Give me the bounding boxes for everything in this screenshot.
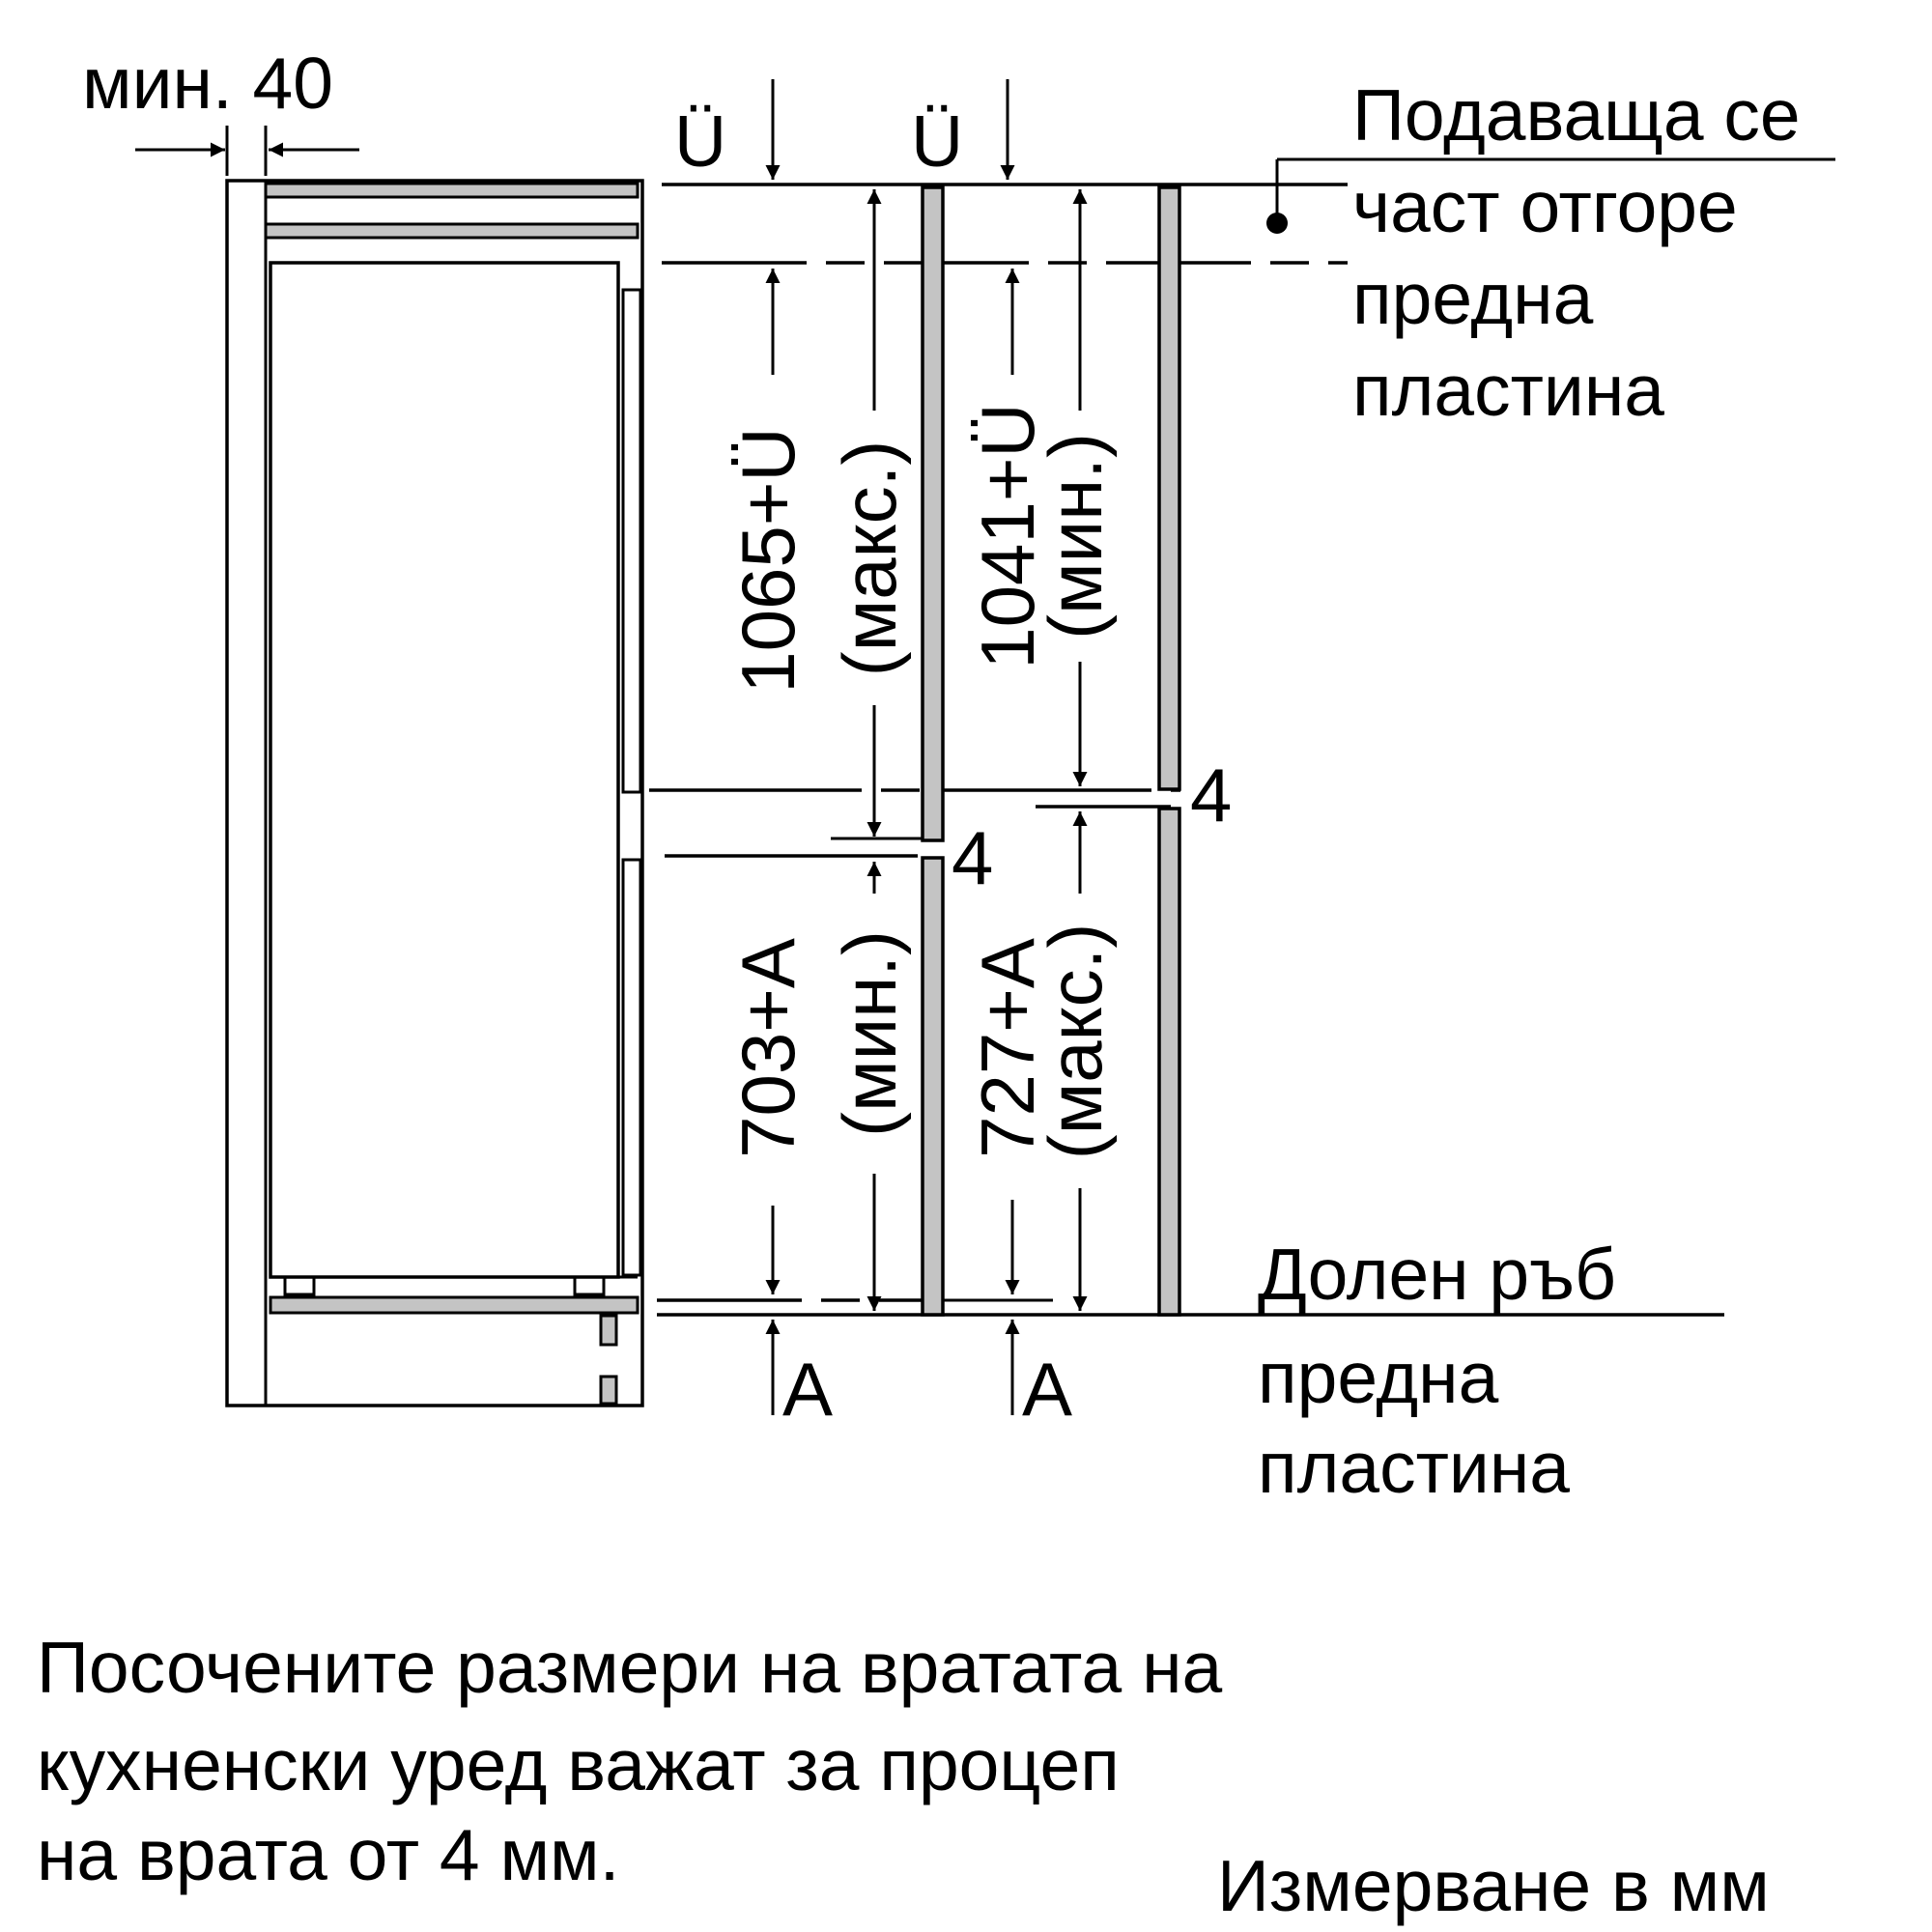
top-callout: Подаваща се част отгоре предна пластина	[1266, 74, 1835, 431]
top-rail-2	[264, 222, 639, 240]
cabinet-outline	[225, 179, 644, 1407]
appliance-side-strip-lower	[621, 858, 642, 1277]
top-callout-line-3: предна	[1352, 258, 1594, 339]
base-block-1	[599, 1314, 618, 1347]
top-rail	[264, 182, 639, 199]
appliance-body	[269, 261, 620, 1279]
footnote-line-1: Посочените размери на вратата на	[37, 1627, 1222, 1708]
lower-door-max-label: 727+A	[965, 938, 1050, 1158]
overhang-markers: Ü Ü	[674, 79, 1015, 182]
left-upper-door-panel	[921, 185, 945, 842]
upper-door-min-label: 1041+Ü	[965, 403, 1050, 668]
foot-right	[573, 1275, 606, 1296]
bottom-a-right-label: A	[1022, 1347, 1072, 1432]
upper-door-max-note: (макс.)	[827, 440, 912, 677]
door-panels	[921, 185, 1181, 1317]
bottom-a-left-label: A	[782, 1347, 833, 1432]
left-lower-door-panel	[921, 856, 945, 1317]
lower-door-max-note: (макс.)	[1033, 923, 1118, 1160]
bottom-callout-line-3: пластина	[1258, 1427, 1570, 1508]
reference-lines	[649, 183, 1724, 1317]
right-lower-door-panel	[1157, 807, 1181, 1317]
upper-door-min-note: (мин.)	[1033, 433, 1118, 639]
dimension-arrows	[765, 189, 1088, 1415]
units-note: Измерване в мм	[1217, 1845, 1770, 1926]
footnote-line-3: на врата от 4 мм.	[37, 1814, 619, 1895]
dimension-labels: 1065+Ü (макс.) 1041+Ü (мин.) 703+A (мин.…	[725, 403, 1118, 1159]
top-callout-line-1: Подаваща се	[1352, 74, 1801, 156]
appliance-side-strip-upper	[621, 288, 642, 794]
bottom-callout: Долен ръб предна пластина	[1258, 1234, 1616, 1508]
lower-door-min-note: (мин.)	[827, 930, 912, 1137]
door-gap-left-label: 4	[952, 815, 993, 900]
base-block-2	[599, 1375, 618, 1406]
footnote-line-2: кухненски уред важат за процеп	[37, 1724, 1120, 1805]
lower-door-min-label: 703+A	[725, 938, 810, 1158]
footnote: Посочените размери на вратата на кухненс…	[37, 1627, 1222, 1895]
bottom-callout-line-2: предна	[1258, 1337, 1499, 1418]
cabinet-side-view	[225, 179, 644, 1407]
bottom-rail	[269, 1295, 639, 1315]
overhang-left-label: Ü	[674, 100, 726, 182]
upper-door-max-label: 1065+Ü	[725, 427, 810, 693]
top-callout-line-4: пластина	[1352, 350, 1664, 431]
door-gap-right-label: 4	[1190, 753, 1232, 838]
foot-left	[283, 1275, 316, 1296]
top-callout-line-2: част отгоре	[1352, 166, 1738, 247]
min-gap-dimension: мин. 40	[82, 43, 359, 176]
overhang-right-label: Ü	[911, 100, 963, 182]
min-gap-label: мин. 40	[82, 43, 333, 124]
bottom-callout-line-1: Долен ръб	[1258, 1234, 1616, 1315]
right-upper-door-panel	[1157, 185, 1181, 791]
